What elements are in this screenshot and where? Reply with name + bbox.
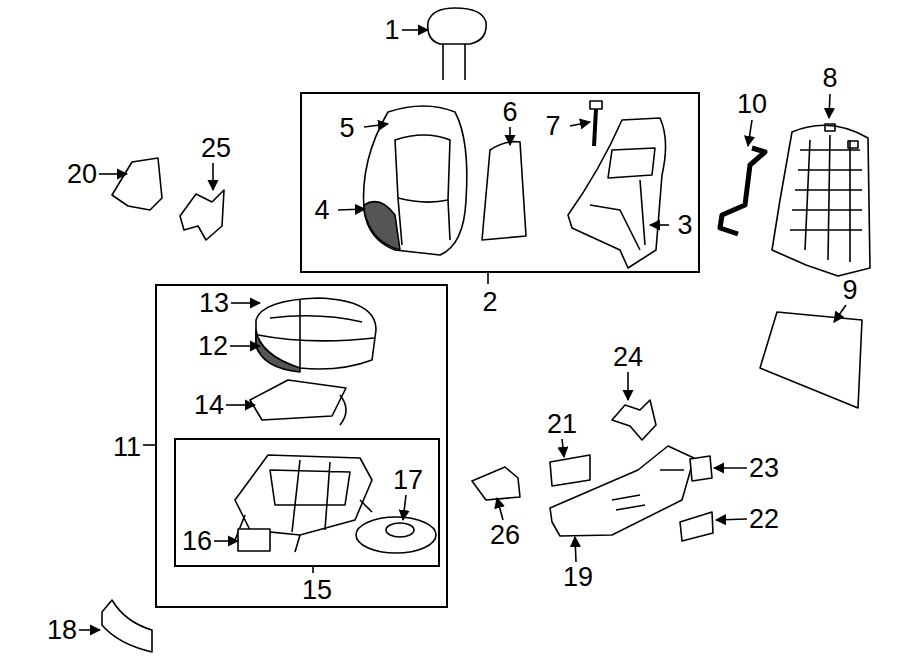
callout-number: 14 [194, 392, 224, 419]
switch [550, 455, 590, 486]
group-box: 2 [300, 92, 700, 273]
guide [590, 101, 602, 146]
seatback-pad [482, 142, 526, 240]
leader-arrow [212, 163, 214, 190]
callout-number: 3 [677, 212, 692, 239]
leader-arrow [214, 540, 238, 542]
callout-number: 22 [749, 506, 779, 533]
callout-number: 25 [201, 135, 231, 162]
leader-arrow [338, 209, 365, 210]
leader-arrow [403, 495, 406, 520]
leader-arrow [230, 345, 260, 347]
callout-number: 1 [384, 17, 399, 44]
seatback-frame [568, 118, 666, 268]
callout-number: 10 [737, 91, 767, 118]
callout-number: 16 [182, 528, 212, 555]
callout-number: 19 [563, 564, 593, 591]
leader-arrow [627, 372, 629, 400]
side-shield [550, 446, 694, 536]
group-tick [143, 444, 155, 446]
knob [690, 456, 712, 481]
callout-number: 17 [393, 467, 423, 494]
callout-number: 20 [67, 161, 97, 188]
callout-number: 24 [613, 344, 643, 371]
seat-cushion [256, 298, 376, 372]
motor [356, 517, 436, 553]
seat-frame [235, 455, 372, 552]
trim-cover [112, 158, 162, 210]
leader-arrow [570, 122, 590, 126]
cover [472, 467, 520, 500]
trim-molding [102, 600, 152, 652]
leader-arrow [829, 94, 830, 118]
callout-number: 8 [822, 65, 837, 92]
headrest [428, 8, 486, 80]
leader-arrow [716, 519, 747, 520]
leader-arrow [497, 498, 503, 520]
leader-arrow [748, 120, 752, 146]
frame-tube [720, 148, 765, 234]
seatback-cover [364, 106, 467, 255]
leader-arrow [226, 404, 255, 406]
leader-arrow [562, 439, 564, 457]
bracket [180, 190, 224, 240]
callout-number: 12 [198, 333, 228, 360]
callout-number: 4 [314, 197, 329, 224]
callout-number: 23 [749, 455, 779, 482]
callout-number: 9 [842, 277, 857, 304]
callout-number: 26 [490, 522, 520, 549]
leader-arrow [364, 124, 388, 127]
group-number: 11 [113, 434, 141, 461]
leader-arrow [79, 629, 100, 631]
group-tick [487, 273, 489, 284]
seat-pad [250, 380, 346, 425]
leader-arrow [714, 467, 747, 469]
leader-arrow [509, 127, 511, 145]
callout-number: 18 [47, 617, 77, 644]
leader-arrow [834, 305, 846, 322]
callout-number: 6 [502, 99, 517, 126]
callout-number: 21 [547, 411, 577, 438]
callout-number: 5 [339, 115, 354, 142]
callout-number: 7 [545, 113, 560, 140]
leader-arrow [99, 173, 127, 175]
back-panel [772, 124, 870, 276]
bracket [612, 400, 656, 440]
leader-arrow [575, 537, 576, 562]
leader-arrow [402, 29, 428, 31]
back-board [760, 312, 862, 408]
callout-number: 13 [199, 290, 229, 317]
leader-arrow [231, 302, 260, 304]
knob [680, 512, 713, 541]
group-box: 15 [174, 438, 440, 567]
group-number: 2 [482, 289, 497, 316]
group-number: 15 [302, 577, 332, 604]
leader-arrow [650, 224, 669, 226]
module [238, 529, 270, 551]
